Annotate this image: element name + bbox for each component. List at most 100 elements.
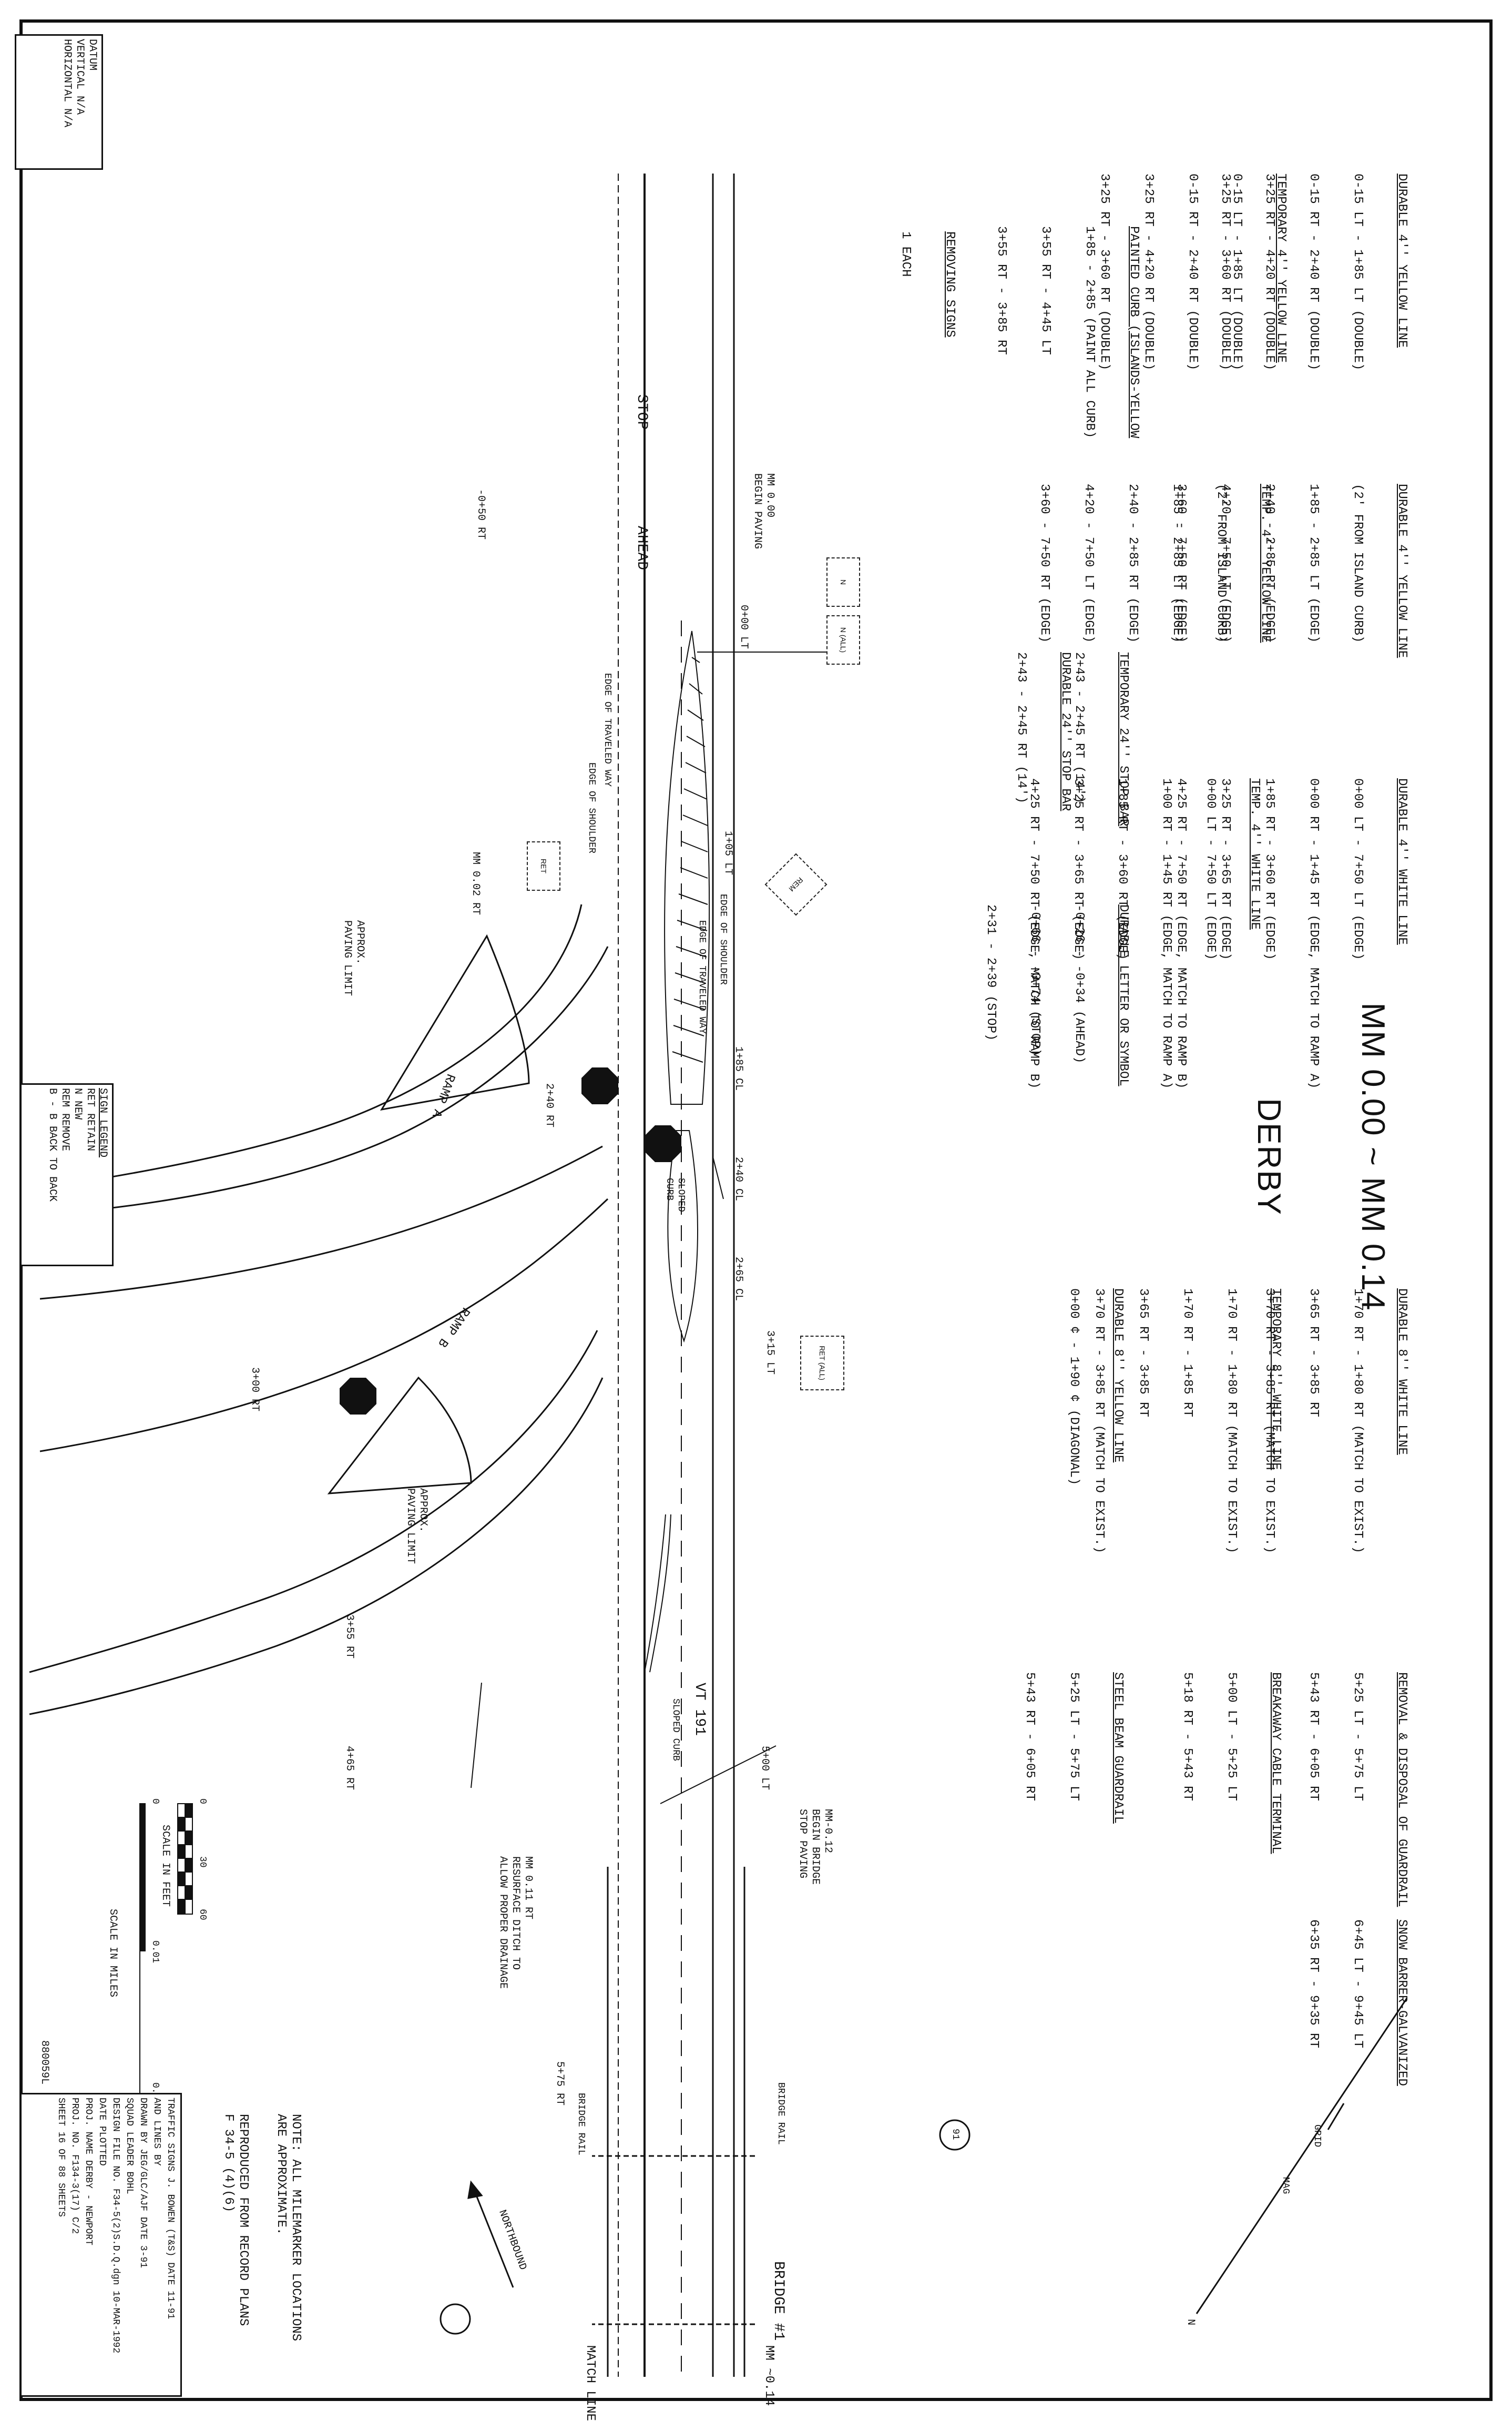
note-temp-yellow4-island: TEMP. 4'' YELLOW LINE (2' FROM ISLAND CU… (1007, 484, 1302, 643)
label-edge-traveled-1: EDGE OF TRAVELED WAY (602, 673, 612, 787)
tb-label: SHEET (56, 2098, 66, 2127)
label-bridge-rail-1: BRIDGE RAIL (775, 2082, 786, 2145)
label-sta-315: 3+15 LT (764, 1330, 776, 1375)
milemarker-note: NOTE: ALL MILEMARKER LOCATIONS ARE APPRO… (274, 2114, 303, 2342)
legend-row: B - B BACK TO BACK (46, 1088, 58, 1202)
note-row: 3+55 RT - 4+45 LT (1038, 226, 1053, 355)
note-row: -0+26 - -0+34 (AHEAD) (1072, 904, 1086, 1064)
note-row: 1+85 - 2+85 LT (EDGE) (1170, 484, 1184, 643)
note-row: 2+31 - 2+39 (STOP) (984, 904, 998, 1041)
note-row: 5+18 RT - 5+43 RT (1180, 1672, 1194, 1801)
north-arrow (1196, 1998, 1408, 2314)
sign-caption: N (839, 579, 847, 585)
tb-label: DATE PLOTTED (97, 2098, 107, 2166)
sign-caption: N (ALL) (839, 627, 847, 653)
note-row: 2+40 - 2+85 RT (EDGE) (1126, 484, 1140, 643)
note-removing-signs: REMOVING SIGNS 1 EACH (869, 231, 986, 338)
note-row: 1+85 - 2+85 LT (EDGE) (1306, 484, 1321, 643)
tb-label: AND LINES BY (151, 2098, 162, 2166)
label-mm014: MM ~0.14 (762, 2345, 776, 2406)
tb-label: TRAFFIC SIGNS (165, 2098, 176, 2172)
note-title: DURABLE 8'' YELLOW LINE (1111, 1288, 1125, 1463)
note-title: REMOVAL & DISPOSAL OF GUARDRAIL (1395, 1672, 1409, 1907)
tb-value: F34-5(2)S.D.Q.dgn (110, 2188, 121, 2285)
datum-horizontal-value: N/A (61, 108, 73, 128)
scale-tick: 60 (197, 1909, 208, 1920)
island-hatch (644, 630, 710, 1673)
note-yellow8: DURABLE 8'' YELLOW LINE 0+00 ¢ - 1+90 ¢ … (1037, 1288, 1155, 1485)
label-sta-265: 2+65 CL (732, 1257, 744, 1301)
note-subtitle: (2' FROM ISLAND CURB) (1351, 484, 1365, 643)
label-sta-300: 3+00 RT (249, 1367, 261, 1412)
note-letter: DURABLE LETTER OR SYMBOL -0+26 - -0+34 (… (954, 904, 1160, 1086)
label-approx-2: APPROX. PAVING LIMIT (404, 1488, 429, 1564)
label-sta-000: 0+00 LT (738, 605, 750, 649)
note-title: DURABLE 4'' YELLOW LINE (1395, 174, 1409, 348)
north-arrow-mag: MAG (1280, 2177, 1291, 2194)
label-mm011: MM 0.11 RT RESURFACE DITCH TO ALLOW PROP… (497, 1856, 534, 1989)
ramps (29, 904, 609, 1715)
sign-end-highway: N (ALL) (826, 615, 860, 665)
note-row: 0+00 LT - 7+50 LT (EDGE) (1351, 778, 1365, 960)
tb-label: SHEETS (56, 2183, 66, 2217)
note-breakaway: BREAKAWAY CABLE TERMINAL 5+00 LT - 5+25 … (1150, 1672, 1312, 1854)
note-row: 0-15 LT - 1+85 LT (DOUBLE) (1230, 174, 1244, 371)
label-match-line: MATCH LINE (583, 2345, 597, 2421)
sign-caption: REM (787, 876, 805, 893)
note-row: 0-15 RT - 2+40 RT (DOUBLE) (1186, 174, 1200, 371)
sign-north-canada: RET (ALL) (800, 1336, 844, 1390)
tb-value: J. BOWEN (T&S) (165, 2177, 176, 2257)
label-sta-240rt: 2+40 RT (543, 1083, 555, 1128)
note-row: 1 EACH (898, 231, 913, 277)
scale-tick: 0 (150, 1798, 160, 1804)
tb-label: DRAWN BY (138, 2098, 148, 2143)
note-row: 5+43 RT - 6+05 RT (1023, 1672, 1037, 1801)
note-snow-barrier: SNOW BARRER-GALVANIZED 6+45 LT - 9+45 LT… (1276, 1919, 1438, 2086)
label-sta-105: 1+05 LT (722, 831, 734, 876)
route-shield-icon (440, 2119, 970, 2335)
note-painted-curb: PAINTED CURB (ISLANDS-YELLOW 1+85 - 2+85… (964, 226, 1170, 438)
scale-bar (139, 1803, 193, 2098)
note-title: BREAKAWAY CABLE TERMINAL (1269, 1672, 1283, 1854)
tb-label: OF (56, 2149, 66, 2160)
scale-tick: 0.01 (150, 1940, 160, 1964)
sign-arrow: RET (527, 841, 560, 891)
label-sta-575: 5+75 RT (554, 2061, 566, 2106)
note-row: 1+00 RT - 1+45 RT (EDGE, MATCH TO RAMP A… (1159, 778, 1173, 1089)
label-sta-240cl: 2+40 CL (732, 1157, 744, 1202)
label-mm012: MM-0.12 BEGIN BRIDGE STOP PAVING (796, 1809, 834, 1885)
note-title: TEMPORARY 8'' WHITE LINE (1269, 1288, 1283, 1470)
note-row: 3+55 RT - 3+85 RT (994, 226, 1008, 355)
tb-value: 10-MAR-1992 (110, 2291, 121, 2354)
guardrail (592, 1867, 755, 2377)
note-subtitle: (2' FROM ISLAND CURB) (1214, 484, 1228, 643)
note-row: -0+66 - -0+74 (STOP) (1028, 904, 1042, 1056)
note-row: 1+70 RT - 1+80 RT (MATCH TO EXIST.) (1224, 1288, 1239, 1554)
tb-value: 16 (56, 2131, 66, 2143)
mainline-vt191 (618, 174, 735, 2377)
note-row: 0+00 ¢ - 1+90 ¢ (DIAGONAL) (1067, 1288, 1081, 1486)
datum-box: DATUM VERTICAL N/A HORIZONTAL N/A (15, 34, 103, 170)
note-row: 1+70 RT - 1+85 RT (1180, 1288, 1194, 1417)
note-row: 0+00 RT - 1+45 RT (EDGE, MATCH TO RAMP A… (1306, 778, 1321, 1089)
note-title: STEEL BEAM GUARDRAIL (1111, 1672, 1125, 1824)
note-row: 0+00 LT - 7+50 LT (EDGE) (1203, 778, 1218, 960)
label-edge-shoulder-1: EDGE OF SHOULDER (586, 762, 597, 853)
label-ahead-word: AHEAD (634, 526, 650, 571)
label-stop-word: STOP (634, 394, 650, 430)
label-sta-355: 3+55 RT (343, 1614, 355, 1659)
tb-label: DATE (165, 2262, 176, 2285)
note-title: SNOW BARRER-GALVANIZED (1395, 1919, 1409, 2086)
tb-label: PROJ. NAME (83, 2098, 94, 2155)
label-mm000: MM 0.00 BEGIN PAVING (751, 473, 776, 550)
tb-label: SQUAD LEADER (124, 2098, 135, 2166)
stop-sign-icon (340, 1067, 681, 1415)
note-row: 3+60 - 7+50 RT (EDGE) (1037, 484, 1051, 643)
scale-miles-label: SCALE IN MILES (107, 1909, 119, 1998)
scale-tick: 0 (197, 1798, 208, 1804)
label-bridge: BRIDGE #1 (770, 2261, 786, 2341)
label-sloped-curb-2: SLOPED CURB (670, 1698, 681, 1761)
note-row: 0-15 LT - 1+85 LT (DOUBLE) (1351, 174, 1365, 371)
label-bridge-rail-2: BRIDGE RAIL (576, 2093, 586, 2155)
